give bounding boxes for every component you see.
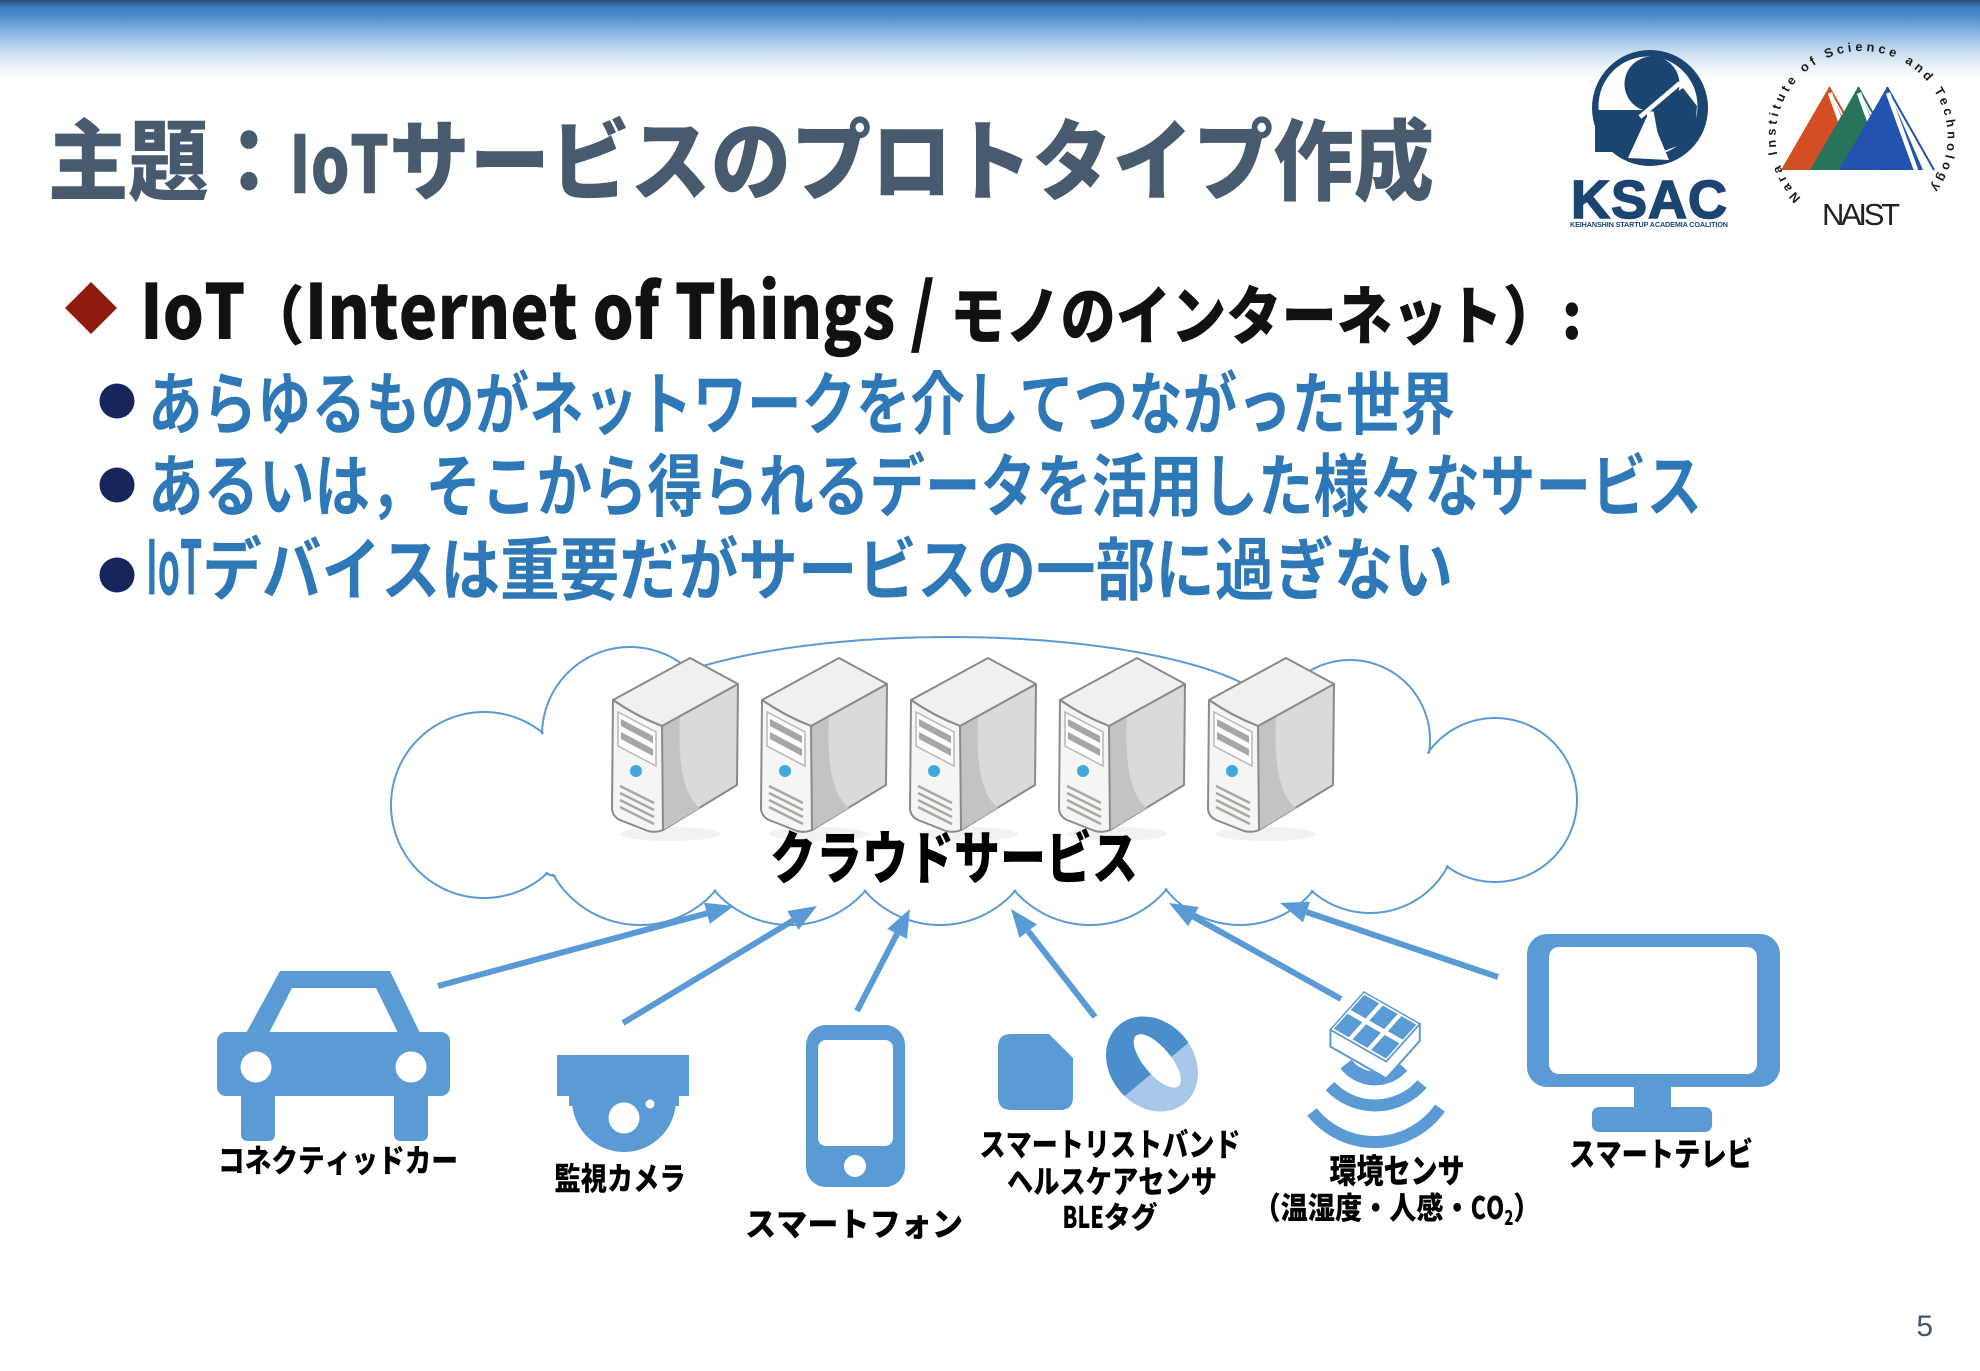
svg-text:NAIST: NAIST bbox=[1822, 197, 1900, 232]
svg-text:KEIHANSHIN STARTUP ACADEMIA CO: KEIHANSHIN STARTUP ACADEMIA COALITION bbox=[1570, 220, 1728, 229]
svg-text:5: 5 bbox=[1916, 1310, 1933, 1343]
svg-text:KSAC: KSAC bbox=[1571, 170, 1727, 230]
